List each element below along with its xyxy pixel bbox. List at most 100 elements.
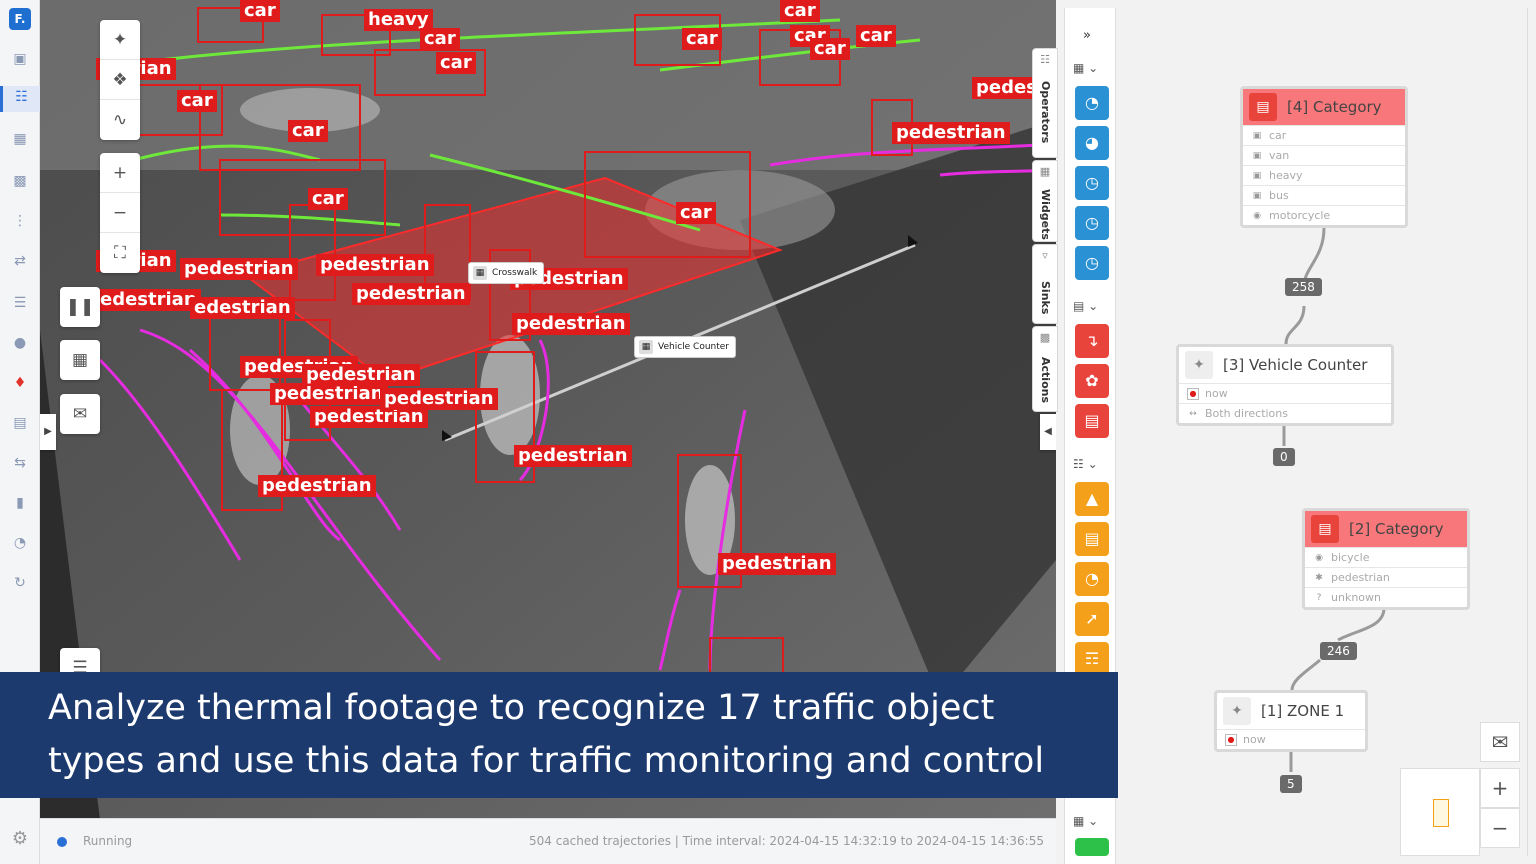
detection-label: car — [676, 202, 716, 224]
tab-operators[interactable]: ☷ Operators — [1032, 48, 1058, 158]
status-indicator — [57, 837, 67, 847]
car-blob — [240, 88, 380, 132]
bbox — [219, 159, 386, 236]
widgets-icon: ▦ — [1039, 165, 1051, 178]
detection-label: car — [856, 25, 896, 47]
database-icon[interactable]: ☰ — [13, 295, 27, 311]
detection-label: edestrian — [96, 289, 201, 311]
trajectory-magenta — [518, 339, 550, 482]
layout-button[interactable]: ▦ — [60, 340, 100, 380]
node-category-2[interactable]: ▤ [2] Category ◉bicycle ✱pedestrian ?unk… — [1302, 508, 1470, 610]
detection-label: edestrian — [190, 297, 295, 319]
line-icon: ▦ — [639, 340, 653, 354]
settings-gear-icon[interactable]: ⚙ — [11, 828, 29, 849]
tab-widgets-label: Widgets — [1039, 189, 1052, 240]
collapse-right-arrow-icon[interactable]: ◀ — [1040, 414, 1056, 450]
group-toggle-icon[interactable]: ☷ ⌄ — [1073, 457, 1098, 471]
polygon-tool-icon[interactable]: ❖ — [100, 60, 140, 100]
operator-speedometer-icon[interactable]: ◔ — [1075, 86, 1109, 120]
tab-actions[interactable]: ▩ Actions — [1032, 326, 1058, 412]
curve-tool-icon[interactable]: ∿ — [112, 110, 128, 130]
connection-line — [1284, 305, 1306, 345]
trajectory-green — [219, 213, 401, 227]
refresh-icon[interactable]: ↻ — [14, 575, 26, 591]
canvas-zoom-in-button[interactable]: + — [1480, 768, 1520, 808]
node-vehicle-counter[interactable]: ✦ [3] Vehicle Counter ●now ↔Both directi… — [1176, 344, 1394, 426]
bar-chart-icon[interactable]: ▮ — [16, 495, 24, 511]
node-row-label: unknown — [1331, 591, 1381, 604]
operator-warning-icon[interactable]: ▲ — [1075, 482, 1109, 516]
group-toggle-icon[interactable]: ▦ ⌄ — [1073, 814, 1099, 828]
minimap[interactable] — [1400, 768, 1480, 856]
operator-enter-icon[interactable]: ↴ — [1075, 324, 1109, 358]
detection-label: pedestrian — [892, 122, 1010, 144]
canvas-zoom-out-button[interactable]: − — [1480, 808, 1520, 848]
polyline-tool-icon[interactable]: ✦ — [100, 20, 140, 60]
operator-palette-icon[interactable]: ✿ — [1075, 364, 1109, 398]
pause-button[interactable]: ❚❚ — [60, 287, 100, 327]
vehicle-counter-tag[interactable]: ▦ Vehicle Counter — [634, 336, 737, 358]
detection-label: pedestrian — [718, 553, 836, 575]
dots-grid-icon[interactable]: ⋮ — [13, 213, 27, 229]
bell-icon[interactable]: ♦ — [13, 375, 27, 391]
bbox — [374, 49, 486, 96]
node-title: [1] ZONE 1 — [1261, 702, 1345, 720]
flow-canvas[interactable]: ▤ [4] Category ▣car ▣van ▣heavy ▣bus ◉mo… — [1116, 8, 1528, 856]
widgets-icon[interactable]: ▩ — [13, 173, 27, 189]
node-row: ▣van — [1243, 145, 1405, 165]
history-icon[interactable]: ◔ — [13, 535, 27, 551]
crosswalk-tag[interactable]: ▦ Crosswalk — [468, 262, 545, 284]
operator-stopwatch-icon[interactable]: ◷ — [1075, 206, 1109, 240]
zoom-out-icon[interactable]: − — [100, 193, 140, 233]
zoom-in-icon[interactable]: + — [100, 153, 140, 193]
operator-group-icon[interactable]: ☶ — [1075, 642, 1109, 676]
operator-timer-icon[interactable]: ◷ — [1075, 166, 1109, 200]
expand-left-arrow-icon[interactable]: ▶ — [40, 414, 56, 450]
megaphone-icon[interactable]: ▣ — [13, 51, 27, 67]
annotate-button[interactable]: ✉ — [60, 394, 100, 434]
detection-label: pedestrian — [316, 254, 434, 276]
operator-green-icon[interactable] — [1075, 838, 1109, 856]
bbox — [221, 389, 283, 511]
trajectory-magenta — [189, 348, 341, 542]
detection-label: heavy — [364, 9, 433, 31]
flow-icon[interactable]: ☷ — [0, 86, 40, 112]
node-row: ▣car — [1243, 125, 1405, 145]
comment-icon[interactable]: ✉ — [1480, 722, 1520, 762]
status-text: Running — [83, 834, 133, 848]
bbox — [677, 454, 742, 588]
node-category-4[interactable]: ▤ [4] Category ▣car ▣van ▣heavy ▣bus ◉mo… — [1240, 86, 1408, 228]
operator-gauge-icon[interactable]: ◕ — [1075, 126, 1109, 160]
node-row-label: now — [1205, 387, 1228, 400]
minimap-viewport[interactable] — [1433, 799, 1449, 827]
tab-widgets[interactable]: ▦ Widgets — [1032, 160, 1058, 242]
tab-sinks[interactable]: ▿ Sinks — [1032, 244, 1058, 324]
operator-dial-icon[interactable]: ◔ — [1075, 562, 1109, 596]
users-icon[interactable]: ● — [13, 335, 27, 351]
io-icon[interactable]: ⇄ — [14, 253, 26, 269]
node-title: [4] Category — [1287, 98, 1382, 116]
line-arrow — [442, 430, 452, 441]
operator-clock-icon[interactable]: ◷ — [1075, 246, 1109, 280]
node-header: ✦ [1] ZONE 1 — [1217, 693, 1365, 729]
grid-icon[interactable]: ▦ — [13, 131, 27, 147]
operator-line-icon[interactable]: ➚ — [1075, 602, 1109, 636]
document-icon[interactable]: ▤ — [13, 415, 27, 431]
bicycle-icon: ◉ — [1315, 552, 1323, 563]
operators-icon: ☷ — [1040, 53, 1050, 66]
node-row: ●now — [1217, 729, 1365, 749]
transfer-icon[interactable]: ⇆ — [14, 455, 26, 471]
both-directions-icon: ↔ — [1189, 408, 1197, 419]
group-toggle-icon[interactable]: ▦ ⌄ — [1073, 61, 1099, 75]
group-toggle-icon[interactable]: ▤ ⌄ — [1073, 299, 1099, 313]
operator-vehicle-icon[interactable]: ▤ — [1075, 522, 1109, 556]
node-row: ?unknown — [1305, 587, 1467, 607]
double-chevron-icon[interactable]: » — [1083, 28, 1091, 43]
fit-view-icon[interactable]: ⛶ — [114, 243, 126, 263]
bbox — [584, 151, 751, 258]
node-row-label: Both directions — [1205, 407, 1288, 420]
detection-label: car — [240, 0, 280, 22]
node-zone-1[interactable]: ✦ [1] ZONE 1 ●now — [1214, 690, 1368, 752]
operator-category-icon[interactable]: ▤ — [1075, 404, 1109, 438]
record-icon: ● — [1225, 733, 1237, 746]
